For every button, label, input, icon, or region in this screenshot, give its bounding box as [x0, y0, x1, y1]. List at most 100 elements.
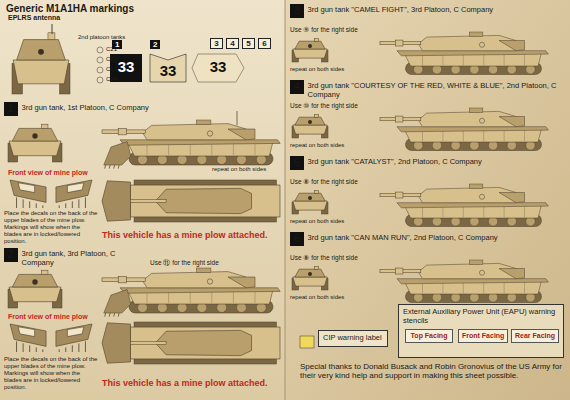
mine-plow [104, 290, 131, 313]
usage-note: Use ⑩ for the right side [290, 102, 358, 109]
turret [155, 330, 251, 355]
profile-section: 13rd gun tank, 1st Platoon, C Company [4, 102, 274, 116]
decal-chevron [150, 54, 186, 82]
turret [12, 274, 57, 287]
plow-tine [104, 165, 106, 169]
box-text: 4 [229, 39, 236, 48]
skirt-panel-line [524, 129, 525, 141]
usage-note: Use ⑪ for the right side [150, 259, 219, 266]
skirt-panel-line [524, 281, 525, 293]
plow-blade [10, 180, 46, 202]
crew-marker [97, 47, 103, 53]
skirt-panel-line [255, 291, 256, 304]
hull [293, 49, 328, 58]
side-view-tank [380, 32, 548, 75]
section-caption: 3rd gun tank "COURTESY OF THE RED, WHITE… [308, 80, 560, 99]
section-caption: 3rd gun tank "CATALYST", 2nd Platoon, C … [308, 156, 560, 167]
callout-circle [479, 118, 484, 123]
side-view-tank [380, 108, 548, 151]
plow-tine [78, 199, 79, 208]
commander-hatch [469, 184, 483, 188]
turret-bustle [499, 117, 525, 127]
bore-evacuator [395, 40, 403, 46]
skirt-panel-line [255, 143, 256, 156]
decal-text: 33 [150, 62, 186, 79]
crew-marker [97, 77, 103, 83]
decal-number-box: 3 [210, 38, 223, 49]
antenna [237, 111, 238, 125]
box-text: CIP warning label [323, 334, 383, 343]
front-view-tank [292, 115, 328, 138]
tank-id: C24 [106, 76, 117, 83]
label-box: External Auxiliary Power Unit (EAPU) war… [398, 304, 564, 358]
warning-note: This vehicle has a mine plow attached. [102, 230, 268, 240]
profile-section: 5 3rd gun tank "CATALYST", 2nd Platoon, C… [290, 156, 560, 170]
section-number: 3 [290, 4, 304, 18]
crew-marker [97, 67, 103, 73]
bore-evacuator [118, 129, 126, 135]
plow-tine [29, 201, 30, 208]
turret [418, 263, 516, 278]
side-view-tank [102, 111, 280, 169]
top-view-tank [102, 180, 280, 222]
right-page [285, 0, 570, 400]
instruction-note: Place the decals on the back of the uppe… [4, 356, 98, 390]
cip-sample [300, 336, 314, 348]
decal-number-box: 6 [258, 38, 271, 49]
plow-tine [78, 343, 79, 352]
plow-blade [56, 324, 92, 346]
profile-section: 33rd gun tank "CAMEL FIGHT", 3rd Platoon… [290, 4, 560, 18]
section-number: 6 [290, 232, 304, 246]
box-text: Rear Facing [515, 332, 555, 340]
turret [155, 188, 251, 213]
upper-hull [397, 127, 548, 132]
gun-muzzle [308, 44, 312, 48]
mine-plow-front [10, 324, 92, 352]
mine-plow [104, 142, 131, 165]
callout-circle [207, 279, 212, 284]
mine-plow [102, 181, 130, 221]
view-title: Front view of mine plow [8, 169, 88, 177]
turret [418, 187, 516, 202]
plow-tine [59, 349, 60, 352]
skirt-panel-line [504, 281, 505, 293]
front-view-tank [8, 270, 62, 308]
label-box: Rear Facing [511, 329, 559, 343]
turret [295, 117, 325, 125]
mine-plow-front [10, 180, 92, 208]
label-box: Front Facing [458, 329, 508, 343]
page-fold [285, 0, 286, 400]
commander-sight [314, 39, 318, 42]
repeat-note: repeat on both sides [290, 66, 344, 73]
box-text: 5 [245, 39, 252, 48]
skirt-panel-line [504, 53, 505, 65]
gun-muzzle [308, 120, 312, 124]
commander-hatch [469, 260, 483, 264]
box-text: Top Facing [409, 332, 449, 340]
side-view-tank [380, 184, 548, 227]
commander-hatch [469, 32, 483, 36]
profile-section: 23rd gun tank, 3rd Platoon, C Company [4, 248, 144, 267]
decal-number: 2 [150, 40, 160, 49]
commander-hatch [197, 268, 211, 273]
turret [418, 111, 516, 126]
hull [9, 287, 61, 302]
label-box: Top Facing [405, 329, 453, 343]
box-text: 6 [261, 39, 268, 48]
callout-circle [479, 42, 484, 47]
plow-tine [109, 165, 111, 169]
view-title: Front view of mine plow [8, 313, 88, 321]
plow-tine [16, 341, 17, 352]
antenna-label: EPLRS antenna [8, 14, 60, 22]
plow-tine [29, 345, 30, 352]
section-number: 5 [290, 156, 304, 170]
plow-tine [65, 203, 66, 208]
upper-hull [120, 288, 280, 293]
side-view-tank [380, 260, 548, 303]
repeat-note: repeat on both sides [290, 218, 344, 225]
box-text: External Auxiliary Power Unit (EAPU) war… [403, 308, 559, 325]
usage-note: Use ⑧ for the right side [290, 178, 358, 185]
crew-marker [97, 57, 103, 63]
turret [295, 41, 325, 49]
plow-blade [10, 324, 46, 346]
